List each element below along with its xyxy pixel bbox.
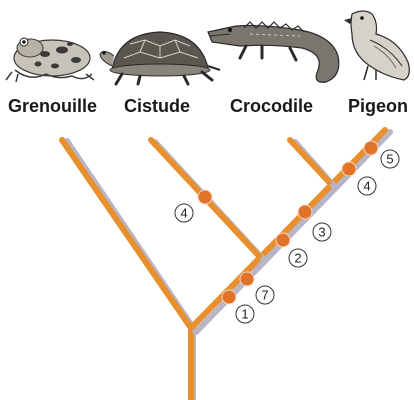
marker-number: 4: [363, 179, 370, 194]
crocodile-icon: [208, 22, 339, 82]
marker-number: 1: [241, 307, 248, 322]
pigeon-icon: [344, 11, 409, 80]
character-dot: [298, 205, 312, 219]
taxon-label-crocodile: Crocodile: [230, 96, 313, 116]
taxon-label-pigeon: Pigeon: [348, 96, 408, 116]
marker-number: 7: [261, 288, 268, 303]
branch-main-axis: [191, 130, 385, 328]
branch-grenouille: [62, 140, 191, 328]
character-dot: [240, 272, 254, 286]
character-dot: [276, 233, 290, 247]
character-dot: [342, 162, 356, 176]
taxon-label-grenouille: Grenouille: [8, 96, 97, 116]
marker-number: 2: [294, 251, 301, 266]
character-dot: [222, 290, 236, 304]
taxon-label-cistude: Cistude: [124, 96, 190, 116]
marker-number: 3: [318, 225, 325, 240]
character-dot: [198, 190, 212, 204]
character-dot: [364, 141, 378, 155]
marker-number: 5: [386, 152, 393, 167]
cladogram-branches: [62, 130, 390, 400]
turtle-icon: [100, 32, 220, 84]
marker-number: 4: [180, 206, 187, 221]
frog-icon: [6, 38, 94, 82]
branch-crocodile: [290, 140, 329, 182]
